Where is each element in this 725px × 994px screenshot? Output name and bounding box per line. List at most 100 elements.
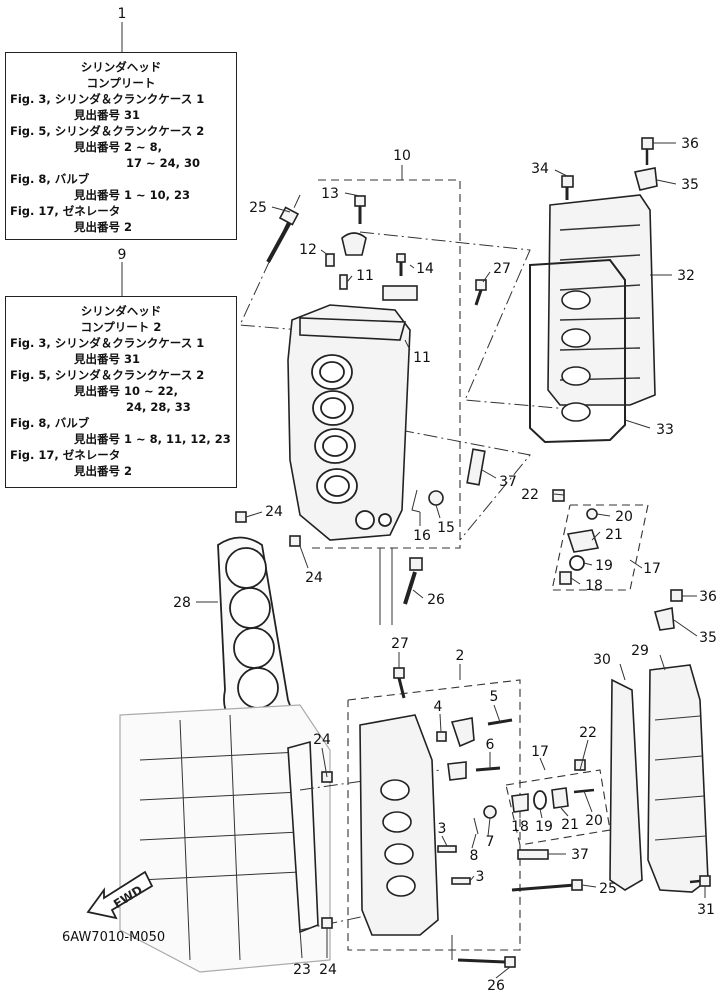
- callout-number: 4: [434, 699, 443, 715]
- callout-number: 11: [356, 268, 374, 284]
- callout-number: 7: [486, 834, 495, 850]
- note-ref-detail: 見出番号 31: [74, 352, 141, 366]
- gasket-28: [217, 536, 294, 736]
- callout-number: 24: [265, 504, 283, 520]
- bolt-36: [641, 137, 654, 150]
- callout-number: 25: [249, 200, 267, 216]
- pin-11: [339, 274, 348, 290]
- callout-number: 35: [699, 630, 717, 646]
- callout-number: 36: [699, 589, 717, 605]
- seal-19: [569, 555, 585, 571]
- callout-number: 36: [681, 136, 699, 152]
- callout-number: 32: [677, 268, 695, 284]
- callout-number: 17: [531, 744, 549, 760]
- part-20: [586, 508, 598, 520]
- part-7: [483, 805, 497, 819]
- note-ref-detail: 24, 28, 33: [126, 400, 191, 414]
- cylinder-head-lower: [359, 714, 439, 936]
- seal-19: [533, 790, 547, 810]
- part-16: [411, 489, 421, 513]
- callout-number: 28: [173, 595, 191, 611]
- note-ref: Fig. 8, バルブ: [10, 416, 90, 430]
- bolt-36: [670, 589, 683, 602]
- callout-number: 19: [595, 558, 613, 574]
- note-ref-detail: 見出番号 1 ~ 10, 23: [74, 188, 191, 202]
- callout-number: 18: [511, 819, 529, 835]
- note-ref-detail: 見出番号 2: [74, 464, 133, 478]
- bracket-4: [450, 717, 475, 748]
- callout-number: 10: [393, 148, 411, 164]
- callout-number: 26: [427, 592, 445, 608]
- note-ref-detail: 見出番号 31: [74, 108, 141, 122]
- callout-number: 14: [416, 261, 434, 277]
- callout-number: 13: [321, 186, 339, 202]
- callout-number: 1: [118, 6, 127, 22]
- callout-number: 24: [313, 732, 331, 748]
- diagram-code: 6AW7010-M050: [62, 930, 166, 945]
- callout-number: 27: [493, 261, 511, 277]
- callout-number: 19: [535, 819, 553, 835]
- callout-labels: 1 9 10 13 25 12 11 11 14 27 34 36 35 32 …: [118, 6, 717, 994]
- note-ref-detail: 17 ~ 24, 30: [126, 156, 201, 170]
- callout-number: 21: [561, 817, 579, 833]
- dowel-24: [289, 535, 301, 547]
- engine-block: [119, 704, 331, 973]
- bolt-13: [354, 195, 366, 224]
- pin-3: [437, 845, 457, 853]
- note-ref: Fig. 5, シリンダ＆クランクケース 2: [10, 124, 205, 138]
- callout-number: 31: [697, 902, 715, 918]
- note-ref-detail: 見出番号 2: [74, 220, 133, 234]
- note-ref: Fig. 8, バルブ: [10, 172, 90, 186]
- callout-number: 37: [571, 847, 589, 863]
- callout-number: 6: [486, 737, 495, 753]
- bolt-27-upper: [474, 279, 487, 306]
- note-box-9: シリンダヘッド コンプリート 2 Fig. 3, シリンダ＆クランクケース 1 …: [5, 296, 237, 488]
- bracket-35: [654, 607, 675, 631]
- cylinder-head-cover-32: [547, 194, 656, 406]
- note-title: シリンダヘッド: [80, 304, 162, 318]
- note-ref-detail: 見出番号 1 ~ 8, 11, 12, 23: [74, 432, 231, 446]
- callout-number: 15: [437, 520, 455, 536]
- part-18: [559, 571, 572, 585]
- callout-number: 22: [521, 487, 539, 503]
- part-6: [447, 761, 467, 781]
- bolt-22: [552, 489, 565, 502]
- callout-number: 3: [438, 821, 447, 837]
- bolt-26-lower: [457, 958, 506, 964]
- gasket-30: [609, 678, 643, 891]
- callout-number: 11: [413, 350, 431, 366]
- callout-number: 26: [487, 978, 505, 994]
- thermostat-21: [551, 787, 569, 809]
- bolt-26-upper: [403, 557, 423, 605]
- part-4: [436, 731, 447, 742]
- note-ref-detail: 見出番号 2 ~ 8,: [74, 140, 163, 154]
- callout-number: 21: [605, 527, 623, 543]
- bracket-14: [382, 253, 418, 301]
- bolt-27-lower: [393, 667, 405, 679]
- callout-number: 24: [319, 962, 337, 978]
- callout-number: 22: [579, 725, 597, 741]
- callout-number: 20: [615, 509, 633, 525]
- gasket-33: [529, 258, 626, 444]
- dowel-24: [235, 511, 247, 523]
- note-ref-detail: 見出番号 10 ~ 22,: [74, 384, 179, 398]
- bolt-31: [699, 875, 711, 887]
- note-ref: Fig. 17, ゼネレータ: [10, 204, 121, 218]
- note-ref: Fig. 5, シリンダ＆クランクケース 2: [10, 368, 205, 382]
- bolt-25-upper: [266, 206, 300, 263]
- callout-number: 33: [656, 422, 674, 438]
- callout-number: 29: [631, 643, 649, 659]
- callout-number: 16: [413, 528, 431, 544]
- callout-number: 20: [585, 813, 603, 829]
- part-12: [325, 253, 335, 267]
- callout-number: 30: [593, 652, 611, 668]
- callout-number: 35: [681, 177, 699, 193]
- pin-3: [451, 877, 471, 885]
- note-box-1: シリンダヘッド コンプリート Fig. 3, シリンダ＆クランクケース 1 見出…: [5, 52, 237, 240]
- part-15: [428, 490, 444, 506]
- callout-number: 8: [470, 848, 479, 864]
- cylinder-head-upper: [287, 304, 411, 541]
- note-ref: Fig. 3, シリンダ＆クランクケース 1: [10, 92, 205, 106]
- part-8: [473, 817, 479, 835]
